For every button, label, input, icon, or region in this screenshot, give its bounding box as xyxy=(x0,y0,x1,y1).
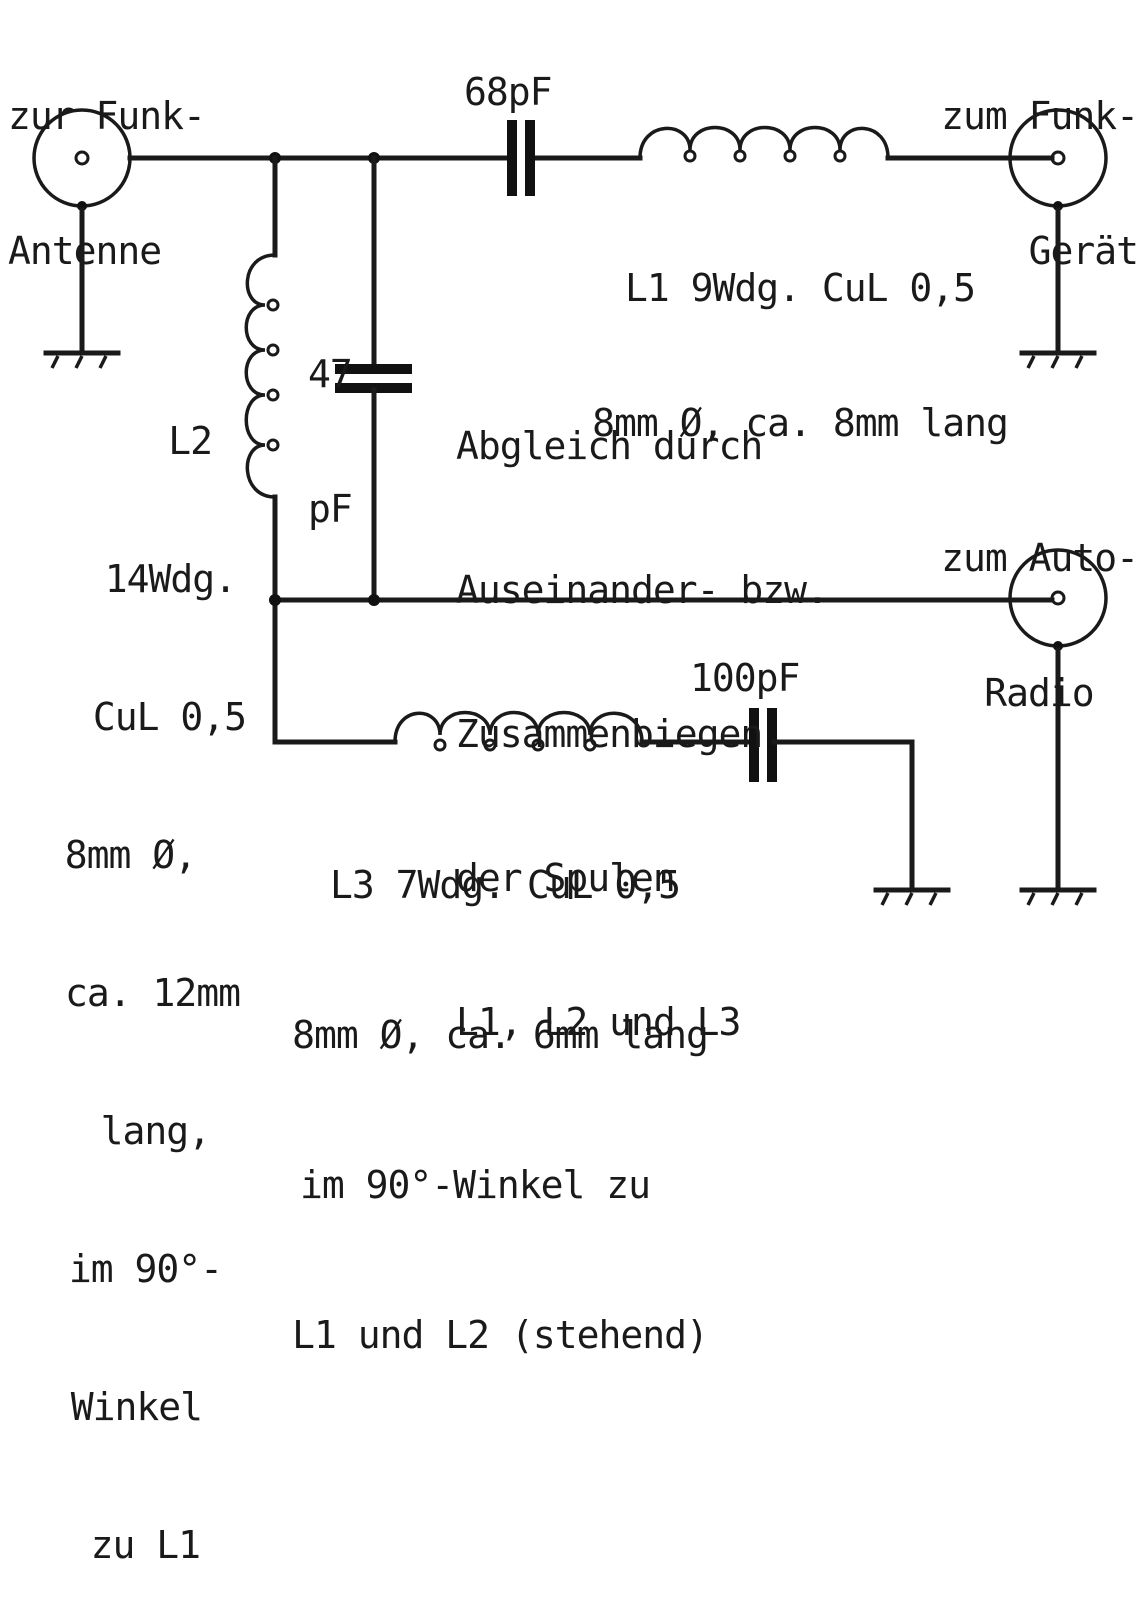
car-radio-label-line2: Radio xyxy=(984,671,1094,715)
capacitor-c3 xyxy=(749,708,777,782)
l3-label-line: L3 7Wdg. CuL 0,5 xyxy=(329,863,681,907)
l3-label-line: L1 und L2 (stehend) xyxy=(292,1313,709,1357)
junction-dot xyxy=(269,594,281,606)
l3-label-line: im 90°-Winkel zu xyxy=(299,1163,651,1207)
ground-symbol xyxy=(873,887,951,906)
junction-dot xyxy=(368,594,380,606)
car-radio-label-line1: zum Auto- xyxy=(941,536,1139,580)
antenna-label-line1: zur Funk- xyxy=(8,94,206,138)
antenna-label-line2: Antenne xyxy=(8,229,162,273)
inductor-l1 xyxy=(638,125,890,163)
radio-device-label-line1: zum Funk- xyxy=(941,94,1139,138)
c3-label: 100pF xyxy=(690,656,800,700)
antenna-label: zur Funk- Antenne xyxy=(8,4,206,319)
car-radio-label: zum Auto- Radio xyxy=(880,446,1139,761)
schematic xyxy=(32,108,1108,906)
inductor-l2 xyxy=(244,253,280,499)
inductor-l3 xyxy=(393,710,644,752)
c1-label: 68pF xyxy=(464,70,553,114)
l2-label-line: 14Wdg. xyxy=(104,557,237,601)
c2-label-line2: pF xyxy=(308,487,353,531)
c2-label: 47 pF xyxy=(308,262,353,577)
ground-symbol xyxy=(1019,647,1097,906)
c2-label-line1: 47 xyxy=(308,352,353,396)
l1-label: L1 9Wdg. CuL 0,5 8mm Ø, ca. 8mm lang xyxy=(520,176,1080,491)
capacitor-c1 xyxy=(507,120,535,196)
l2-label-line: L2 xyxy=(168,419,213,463)
wire-l2-bottom xyxy=(272,494,398,745)
tuning-note-line: Abgleich durch xyxy=(456,424,763,468)
tuning-note-line: Zusammenbiegen xyxy=(456,712,763,756)
l2-label-line: zu L1 xyxy=(90,1523,201,1567)
ground-symbol xyxy=(1019,207,1097,369)
l2-label-line: 8mm Ø, xyxy=(64,833,197,877)
ground-symbol xyxy=(43,207,121,369)
wire-c3-ground xyxy=(771,739,915,893)
l1-label-line1: L1 9Wdg. CuL 0,5 xyxy=(624,266,976,310)
l2-label-line: CuL 0,5 xyxy=(92,695,247,739)
radio-device-label-line2: Gerät xyxy=(1028,229,1139,273)
l1-label-line2: 8mm Ø, ca. 8mm lang xyxy=(592,401,1009,445)
radio-device-label: zum Funk- Gerät xyxy=(880,4,1139,319)
tuning-note-line: der Spulen xyxy=(456,856,676,900)
tuning-note-line: Auseinander- bzw. xyxy=(456,568,829,612)
l3-label-line: 8mm Ø, ca. 6mm lang xyxy=(292,1013,709,1057)
l3-label: L3 7Wdg. CuL 0,5 8mm Ø, ca. 6mm lang im … xyxy=(200,760,800,1410)
